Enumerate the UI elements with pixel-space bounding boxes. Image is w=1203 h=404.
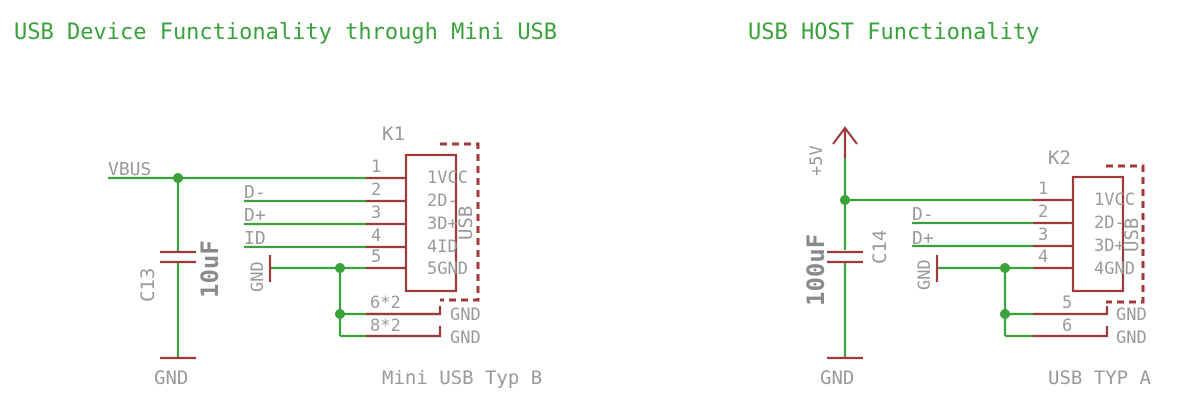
k2-shield-pin-5: 5 [1062,293,1072,313]
k2-pin-name-4: 4GND [1094,259,1135,279]
host-section-title: USB HOST Functionality [748,20,1039,45]
k1-pin-name-1: 1VCC [427,168,468,188]
supply-label: +5V [807,145,827,176]
k1-pin-num-2: 2 [371,180,381,200]
device-section-title: USB Device Functionality through Mini US… [14,20,557,45]
k1-shield-name-1: GND [450,305,481,325]
k2-pin-name-3: 3D+ [1094,236,1125,256]
capacitor-c14 [827,250,863,264]
junction-vbus [173,173,183,183]
host-junction-vcc [840,195,850,205]
k1-pin-num-3: 3 [371,203,381,223]
gnd-label-right: GND [820,367,854,389]
k2-pin-num-3: 3 [1038,225,1048,245]
gnd-label-left: GND [154,367,188,389]
k1-shield-name-2: GND [450,328,481,348]
host-net-label-dminus: D- [912,204,934,225]
host-net-label-gnd-vertical: GND [915,259,935,290]
k2-pin-num-1: 1 [1038,179,1048,199]
net-label-dminus: D- [244,182,266,203]
k2-outline [1106,164,1145,304]
k1-pin-name-2: 2D- [427,191,458,211]
k2-type-label: USB TYP A [1048,367,1152,389]
k1-pin-num-5: 5 [371,247,381,267]
k2-pin-5 [1033,306,1109,316]
k2-body [1071,175,1125,293]
cap-c13-value: 10uF [196,240,224,298]
k2-shield-pin-6: 6 [1062,316,1072,336]
k2-body-label: USB [1121,218,1143,252]
k2-pin-num-4: 4 [1038,247,1048,267]
k1-body-label: USB [455,206,477,240]
device-schematic: VBUS D- D+ ID GND C13 10uF GND K1 USB [108,123,542,389]
k1-outline [440,142,480,302]
k2-pin-num-2: 2 [1038,202,1048,222]
k1-type-label: Mini USB Typ B [382,367,542,389]
cap-c14-value: 100uF [802,234,830,306]
cap-c13-name: C13 [137,268,159,302]
junction-shield [335,309,345,319]
supply-arrow-icon [832,126,858,158]
net-label-id: ID [244,228,266,249]
k2-ref: K2 [1048,147,1071,169]
host-net-label-dplus: D+ [912,228,934,249]
host-junction-gnd [1000,263,1010,273]
k1-shield-pin-6: 6*2 [370,293,401,313]
junction-gnd [335,263,345,273]
k2-shield-name-1: GND [1116,305,1147,325]
k1-pin-num-4: 4 [371,226,381,246]
k1-shield-pin-8: 8*2 [370,316,401,336]
k2-pin-6 [1033,326,1109,338]
net-label-dplus: D+ [244,205,266,226]
k1-pin-num-1: 1 [371,157,381,177]
k2-shield-name-2: GND [1116,328,1147,348]
k1-pin-name-4: 4ID [427,237,458,257]
host-schematic: +5V D- D+ GND 100uF C14 GND K2 USB [802,126,1152,389]
k1-pin-name-5: 5GND [427,259,468,279]
k1-pin-6 [366,306,442,316]
cap-c14-name: C14 [869,230,891,264]
host-junction-shield [1000,309,1010,319]
k1-ref: K1 [382,123,405,145]
net-label-vbus: VBUS [108,159,151,180]
k2-pin-name-2: 2D- [1094,213,1125,233]
k1-pin-8 [366,326,442,338]
k1-pin-name-3: 3D+ [427,214,458,234]
capacitor-c13 [160,250,196,264]
k2-pin-name-1: 1VCC [1094,190,1135,210]
net-label-gnd-vertical: GND [248,261,268,292]
